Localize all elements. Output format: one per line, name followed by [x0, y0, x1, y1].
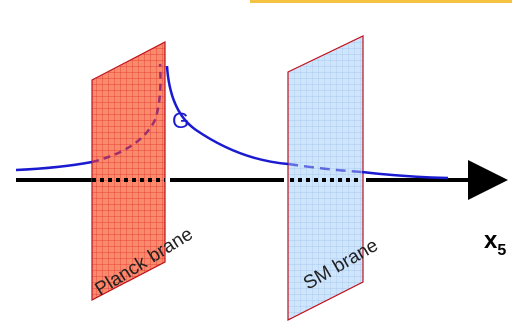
graviton-curve-left-tail — [15, 160, 93, 172]
axis-label: x5 — [484, 227, 506, 259]
graviton-label: G — [172, 108, 189, 133]
axis-label-subscript: 5 — [497, 242, 506, 259]
graviton-curve-main — [165, 65, 289, 166]
planck-brane — [91, 41, 166, 301]
graviton-profile — [15, 63, 449, 180]
graviton-curve-hidden — [91, 63, 162, 164]
planck-brane-grid — [92, 42, 165, 300]
graviton-curve-behind-sm — [287, 162, 363, 174]
graviton-curve-right-tail — [361, 170, 449, 180]
sm-brane-edge — [287, 35, 364, 321]
top-banner-strip — [250, 0, 512, 3]
axis-label-main: x — [484, 227, 498, 254]
planck-brane-edge — [91, 41, 166, 301]
